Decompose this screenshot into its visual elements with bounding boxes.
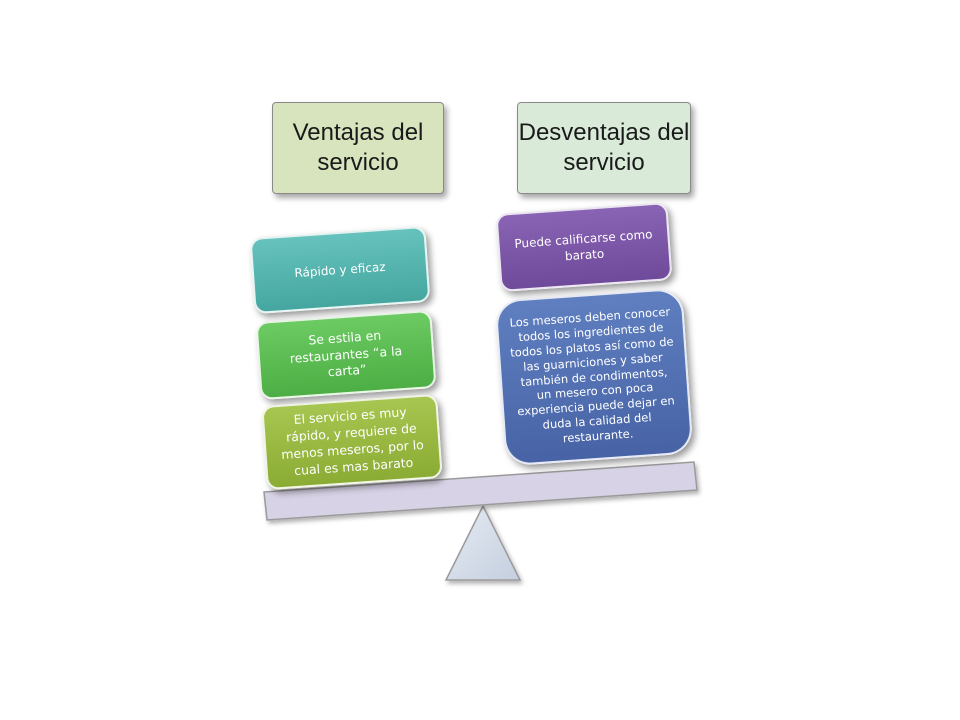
ventajas-header-text: Ventajas del servicio: [292, 119, 424, 176]
desventajas-header-text: Desventajas del servicio: [518, 119, 690, 176]
ventaja-item-rapido: Rápido y eficaz: [249, 225, 431, 315]
ventajas-header: Ventajas del servicio: [272, 102, 444, 194]
desventaja-item-text: Puede calificarse como barato: [513, 227, 653, 264]
ventaja-item-text: Se estila en restaurantes “a la carta”: [289, 327, 403, 380]
desventajas-header: Desventajas del servicio: [517, 102, 691, 194]
ventaja-item-barato: El servicio es muy rápido, y requiere de…: [261, 393, 443, 491]
desventaja-item-barato: Puede calificarse como barato: [495, 202, 673, 292]
ventaja-item-a-la-carta: Se estila en restaurantes “a la carta”: [255, 309, 437, 401]
ventaja-item-text: Rápido y eficaz: [293, 259, 387, 281]
fulcrum-triangle: [444, 504, 522, 581]
desventaja-item-meseros: Los meseros deben conocer todos los ingr…: [494, 287, 694, 467]
desventaja-item-text: Los meseros deben conocer todos los ingr…: [509, 304, 676, 446]
balance-beam: [263, 461, 698, 521]
ventaja-item-text: El servicio es muy rápido, y requiere de…: [280, 404, 425, 478]
